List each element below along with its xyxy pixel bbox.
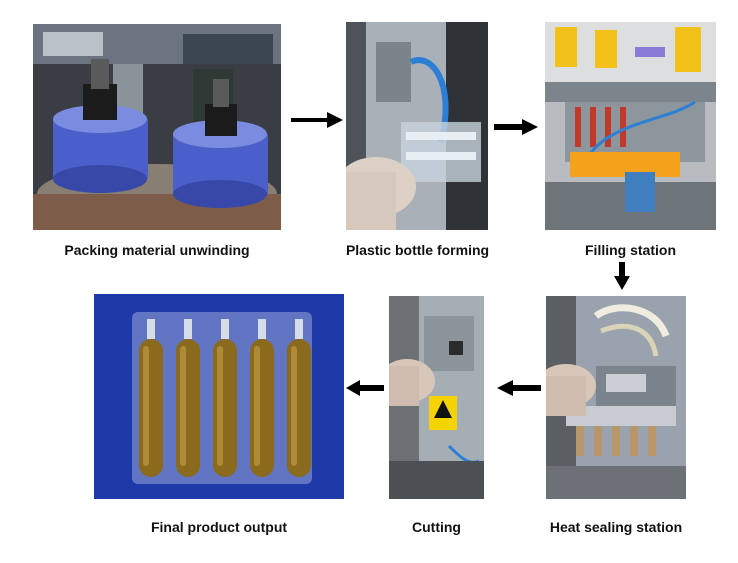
final-product-photo xyxy=(94,294,344,499)
caption-final-product: Final product output xyxy=(150,519,288,535)
arrow-icon xyxy=(497,380,541,396)
caption-heat-sealing: Heat sealing station xyxy=(549,519,683,535)
arrow-icon xyxy=(494,119,538,135)
arrow-icon xyxy=(614,262,630,290)
unwinding-photo xyxy=(33,24,281,230)
caption-filling: Filling station xyxy=(585,242,676,258)
filling-photo xyxy=(545,22,716,230)
cutting-photo xyxy=(389,296,484,499)
arrow-icon xyxy=(291,112,343,128)
caption-forming: Plastic bottle forming xyxy=(345,242,490,258)
caption-cutting: Cutting xyxy=(412,519,461,535)
arrow-icon xyxy=(346,380,384,396)
forming-photo xyxy=(346,22,488,230)
heat-sealing-photo xyxy=(546,296,686,499)
caption-unwinding: Packing material unwinding xyxy=(64,242,250,258)
